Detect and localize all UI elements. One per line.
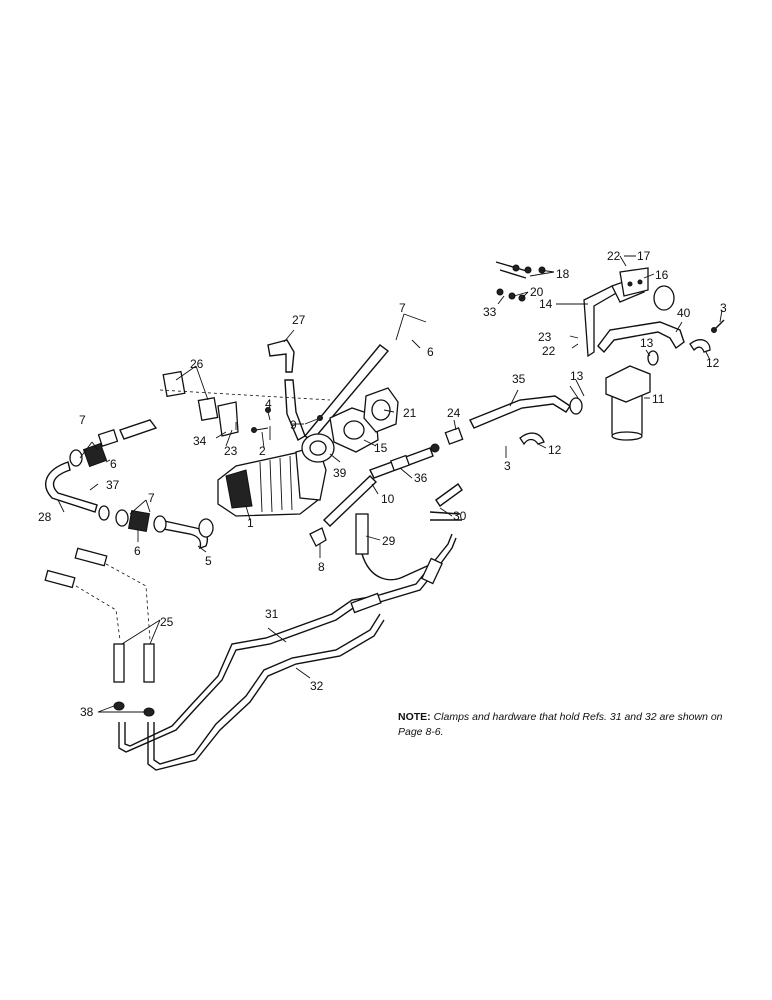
label-11: 11 [652, 392, 665, 406]
label-16: 16 [655, 268, 669, 282]
reference-labels: 1 2 4 3 3 5 6 6 6 7 7 7 8 9 10 11 12 12 … [38, 249, 727, 719]
pipe-35 [469, 395, 583, 429]
filter-element [653, 285, 675, 311]
pump-1 [217, 445, 327, 517]
label-18: 18 [556, 267, 570, 281]
label-23-right: 23 [538, 330, 552, 344]
label-14: 14 [539, 297, 553, 311]
label-10: 10 [381, 492, 395, 506]
hose-upper-left [97, 419, 158, 447]
label-5: 5 [205, 554, 212, 568]
label-13-left: 13 [570, 369, 584, 383]
hose-29 [355, 513, 437, 581]
label-7-upper: 7 [399, 301, 406, 315]
note-prefix: NOTE: [398, 711, 431, 723]
label-3-right: 3 [720, 301, 727, 315]
hose-28 [45, 461, 98, 513]
label-1: 1 [247, 516, 254, 530]
gasket-21 [363, 387, 399, 433]
pipe-10 [322, 447, 434, 527]
label-6-left: 6 [110, 457, 117, 471]
label-31: 31 [265, 607, 279, 621]
label-7-left: 7 [79, 413, 86, 427]
tube-36-sleeve [389, 454, 411, 472]
label-26: 26 [190, 357, 204, 371]
label-25: 25 [160, 615, 174, 629]
label-3-left: 3 [504, 459, 511, 473]
fitting-25-upper [44, 547, 151, 641]
label-23-left: 23 [224, 444, 238, 458]
label-28: 28 [38, 510, 52, 524]
fitting-8 [309, 527, 327, 547]
filter-11 [605, 365, 651, 441]
label-9: 9 [290, 418, 297, 432]
label-24: 24 [447, 406, 461, 420]
label-39: 39 [333, 466, 347, 480]
hose-30 [429, 483, 463, 521]
label-27: 27 [292, 313, 306, 327]
label-29: 29 [382, 534, 396, 548]
fitting-24 [430, 427, 464, 453]
fitting-line-ends [350, 557, 443, 614]
gasket-39 [301, 433, 335, 463]
label-35: 35 [512, 372, 526, 386]
label-34: 34 [193, 434, 207, 448]
clamp-7-6-left [69, 442, 108, 468]
clamp-7-6-mid [98, 505, 167, 533]
label-2: 2 [259, 444, 266, 458]
label-15: 15 [374, 441, 388, 455]
label-12-mid: 12 [548, 443, 562, 457]
fitting-25-lower [113, 643, 155, 717]
label-40: 40 [677, 306, 691, 320]
bracket-16 [619, 267, 649, 297]
label-37: 37 [106, 478, 120, 492]
label-6-upper: 6 [427, 345, 434, 359]
leader-lines [57, 255, 723, 713]
label-38: 38 [80, 705, 94, 719]
clamp-12-mid [519, 432, 545, 446]
clamp-26 [159, 370, 331, 421]
label-6-mid: 6 [134, 544, 141, 558]
label-17: 17 [637, 249, 651, 263]
label-21: 21 [403, 406, 417, 420]
label-30: 30 [453, 509, 467, 523]
label-22-top: 22 [607, 249, 621, 263]
bolts-2-4-9 [251, 407, 323, 433]
label-22-lower: 22 [542, 344, 556, 358]
pipe-40 [597, 321, 685, 354]
label-33: 33 [483, 305, 497, 319]
label-13-right: 13 [640, 336, 654, 350]
line-32 [147, 613, 385, 771]
label-36: 36 [414, 471, 428, 485]
note-text: NOTE: Clamps and hardware that hold Refs… [398, 710, 748, 740]
note-body: Clamps and hardware that hold Refs. 31 a… [398, 711, 723, 738]
label-8: 8 [318, 560, 325, 574]
hose-27 [267, 339, 390, 442]
label-12-right: 12 [706, 356, 720, 370]
label-7-mid: 7 [148, 491, 155, 505]
fitting-40-elbow [689, 319, 725, 353]
washer-13-right [647, 350, 659, 366]
label-20: 20 [530, 285, 544, 299]
label-4: 4 [265, 397, 272, 411]
label-32: 32 [310, 679, 324, 693]
bracket-34 [217, 401, 239, 437]
